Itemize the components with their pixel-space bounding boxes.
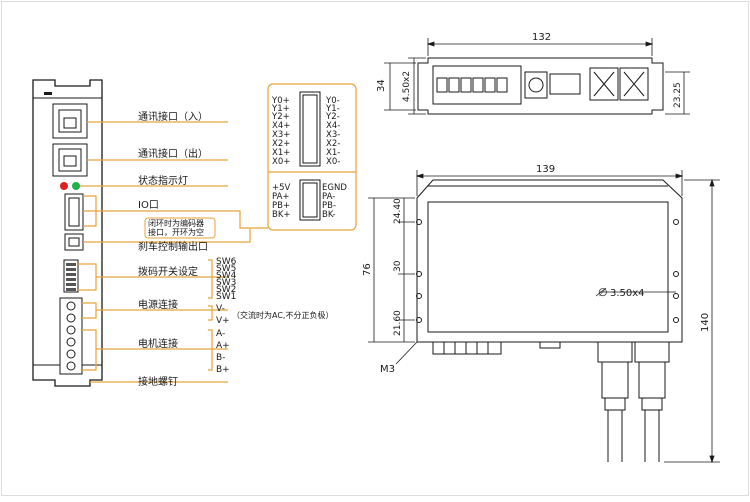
io-pin-x1-minus: X1- [326, 148, 340, 158]
led-green [72, 182, 80, 190]
dim-left-total: 76 [362, 263, 373, 276]
label-comm-out: 通讯接口（出） [138, 147, 208, 160]
motor-pin-b-plus: B+ [216, 365, 230, 375]
dim-top-height: 34 [376, 79, 387, 92]
io-pin-x0-minus: X0- [326, 157, 340, 167]
label-power-note: （交流时为AC,不分正负极） [232, 310, 333, 320]
dip-sw1: SW1 [216, 292, 236, 302]
brake-pin-bk-minus: BK- [322, 210, 336, 220]
io-pin-y2-plus: Y2+ [271, 112, 290, 122]
label-brake-note-1: 闭环时为编码器 [148, 218, 204, 228]
label-brake-note-2: 接口，开环为空 [148, 227, 204, 237]
dip-switch-block [63, 259, 79, 293]
motor-pin-a-plus: A+ [216, 341, 230, 351]
io-pin-y2-minus: Y2- [325, 112, 340, 122]
top-dimension-lines [384, 38, 690, 115]
io-pin-x4-minus: X4- [326, 121, 340, 131]
label-motor: 电机连接 [138, 337, 178, 350]
io-pin-y1-minus: Y1- [325, 104, 340, 114]
label-status-led: 状态指示灯 [138, 174, 188, 187]
label-brake: 刹车控制输出口 [138, 240, 208, 253]
dim-left-bot: 21.60 [393, 310, 403, 336]
brake-note-box [144, 217, 216, 239]
io-pin-x1-plus: X1+ [272, 148, 290, 158]
io-pin-x3-plus: X3+ [272, 130, 290, 140]
label-ground: 接地螺钉 [138, 375, 178, 388]
power-pin-v-minus: V- [216, 304, 225, 314]
dim-left-mid: 30 [393, 260, 403, 272]
callout-lines [78, 121, 268, 383]
dip-sw4: SW4 [216, 271, 237, 281]
driver-top-view [417, 57, 664, 115]
motor-pin-b-minus: B- [216, 353, 225, 363]
brake-pin-egnd: EGND [322, 183, 347, 193]
dim-screw: M3 [380, 364, 395, 375]
dim-top-width: 132 [532, 32, 551, 43]
label-comm-in: 通讯接口（入） [138, 110, 208, 123]
io-pin-x3-minus: X3- [326, 130, 340, 140]
dim-hole: 3.50x4 [610, 288, 645, 299]
io-pin-y0-plus: Y0+ [271, 96, 290, 106]
dim-main-width: 139 [536, 164, 555, 175]
led-red [60, 182, 68, 190]
io-pin-x0-plus: X0+ [272, 157, 290, 167]
dim-left-top: 24.40 [393, 198, 403, 224]
mount-slot-top [44, 92, 52, 95]
rj45-in-port [52, 103, 88, 139]
io-connector [64, 193, 84, 231]
io-pin-x2-minus: X2- [326, 139, 340, 149]
hole-diameter-symbol: ∅ [598, 286, 608, 299]
power-pin-v-plus: V+ [216, 316, 230, 326]
brake-pin-pb-minus: PB- [322, 201, 336, 211]
brake-connector [64, 233, 84, 251]
io-pin-x2-plus: X2+ [272, 139, 290, 149]
io-pin-x4-plus: X4+ [272, 121, 290, 131]
dip-sw5: SW5 [216, 264, 236, 274]
io-pin-y0-minus: Y0- [325, 96, 340, 106]
terminal-block [59, 297, 83, 375]
label-dip: 拨码开关设定 [138, 265, 198, 278]
dim-top-hole: 4.50x2 [402, 71, 412, 102]
brake-pin-pb-plus: PB+ [272, 201, 290, 211]
dip-sw2: SW2 [216, 285, 236, 295]
io-pin-y1-plus: Y1+ [271, 104, 290, 114]
motor-pin-a-minus: A- [216, 329, 225, 339]
dip-sw6: SW6 [216, 257, 237, 267]
dip-sw3: SW3 [216, 278, 236, 288]
driver-front-view [32, 79, 103, 387]
driver-side-view [416, 179, 683, 462]
brake-pin-bk-plus: BK+ [272, 210, 291, 220]
rj45-out-port [52, 143, 88, 177]
connector-pinout-detail [267, 83, 357, 231]
brake-pin-5v: +5V [272, 183, 291, 193]
brake-pin-pa-plus: PA+ [272, 192, 290, 202]
label-power: 电源连接 [138, 298, 178, 311]
label-io: IO口 [138, 200, 159, 211]
side-dimension-lines [368, 170, 720, 464]
brake-pin-pa-minus: PA- [322, 192, 335, 202]
dim-right-total: 140 [700, 313, 711, 332]
dim-top-right: 23.25 [673, 82, 683, 108]
